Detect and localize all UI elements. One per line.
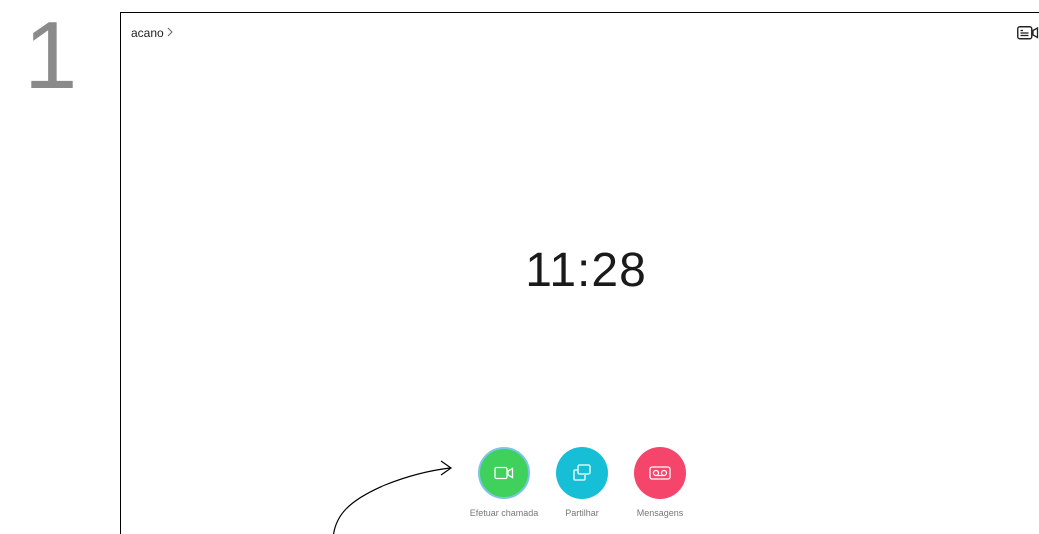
video-camera-icon (494, 466, 514, 480)
messages-button[interactable] (634, 447, 686, 499)
call-button[interactable] (478, 447, 530, 499)
voicemail-icon (649, 466, 671, 480)
messages-action-label: Mensagens (636, 508, 684, 518)
step-number: 1 (24, 2, 78, 109)
video-camera-list-icon[interactable] (1017, 26, 1039, 40)
share-button[interactable] (556, 447, 608, 499)
share-action[interactable]: Partilhar (543, 447, 621, 518)
action-bar: Efetuar chamada Partilhar (465, 447, 699, 518)
clock-time: 11:28 (525, 244, 647, 297)
share-screens-icon (573, 464, 591, 481)
device-screen: acano 11:28 (120, 12, 1039, 534)
share-action-label: Partilhar (565, 508, 599, 518)
chevron-right-icon (167, 25, 173, 40)
call-action[interactable]: Efetuar chamada (465, 447, 543, 518)
messages-action[interactable]: Mensagens (621, 447, 699, 518)
breadcrumb-label[interactable]: acano (131, 25, 164, 40)
breadcrumb[interactable]: acano (131, 25, 173, 40)
call-action-label: Efetuar chamada (469, 508, 539, 518)
